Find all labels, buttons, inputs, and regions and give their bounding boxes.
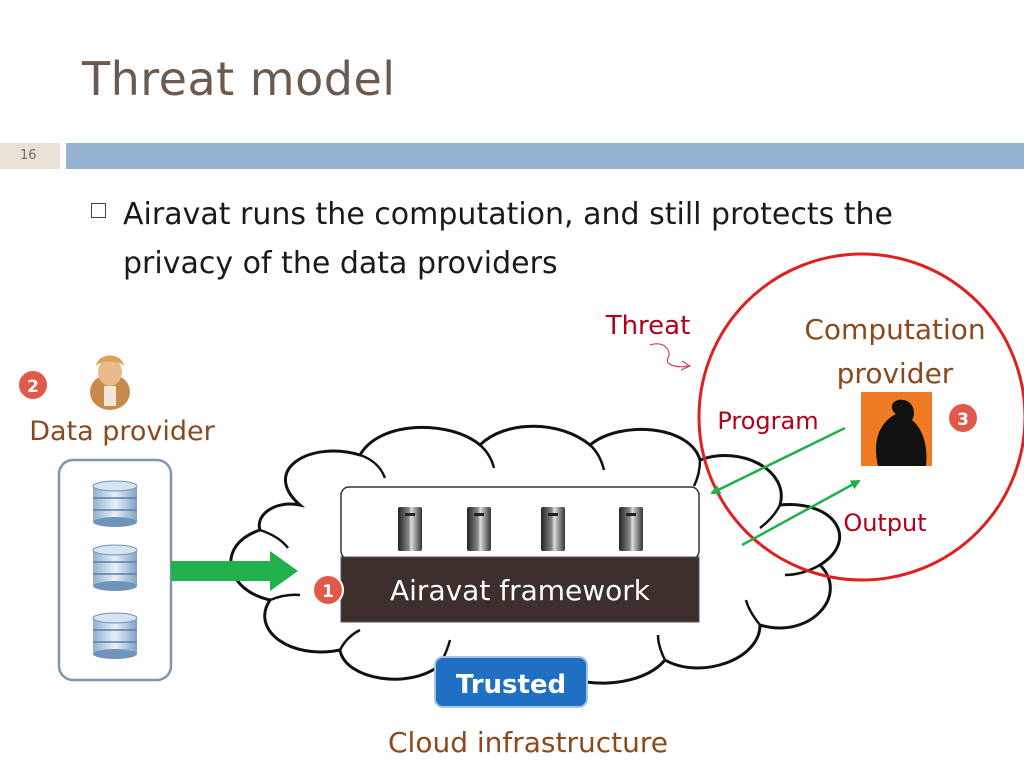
badge-3-label: 3 — [957, 410, 969, 430]
slide-title: Threat model — [82, 52, 396, 106]
badge-2 — [17, 369, 49, 401]
badge-2-label: 2 — [27, 377, 39, 397]
threat-circle — [697, 252, 1024, 582]
server-icon — [467, 507, 491, 551]
database-icon — [92, 480, 138, 527]
server-icon — [619, 507, 643, 551]
program-arrow — [710, 426, 846, 495]
data-flow-arrow — [171, 551, 298, 591]
trusted-label: Trusted — [456, 670, 566, 700]
output-arrow — [741, 479, 861, 547]
cloud-infrastructure-label: Cloud infrastructure — [388, 726, 668, 759]
title-bar — [66, 143, 1024, 169]
badge-1 — [312, 574, 344, 606]
database-icon — [92, 612, 138, 659]
computation-provider-icon — [861, 392, 932, 466]
framework-label: Airavat framework — [390, 574, 651, 607]
slide-number-box — [0, 143, 60, 169]
framework-box — [340, 556, 700, 623]
badge-3 — [947, 402, 979, 434]
data-provider-label: Data provider — [29, 416, 215, 447]
person-icon — [90, 355, 130, 410]
threat-pointer — [649, 343, 689, 368]
output-label: Output — [843, 509, 926, 537]
badge-1-label: 1 — [322, 582, 334, 602]
servers-frame — [340, 486, 700, 560]
bullet-square-icon — [91, 203, 106, 218]
threat-label: Threat — [605, 311, 691, 341]
database-icon — [92, 544, 138, 591]
computation-provider-label-line1: Computation — [804, 313, 985, 346]
server-icon — [541, 507, 565, 551]
trusted-badge — [434, 656, 588, 708]
slide-number: 16 — [20, 148, 37, 163]
computation-provider-label-line2: provider — [837, 357, 954, 390]
server-icon — [398, 507, 422, 551]
bullet-text: Airavat runs the computation, and still … — [123, 197, 893, 281]
program-label: Program — [717, 407, 818, 435]
